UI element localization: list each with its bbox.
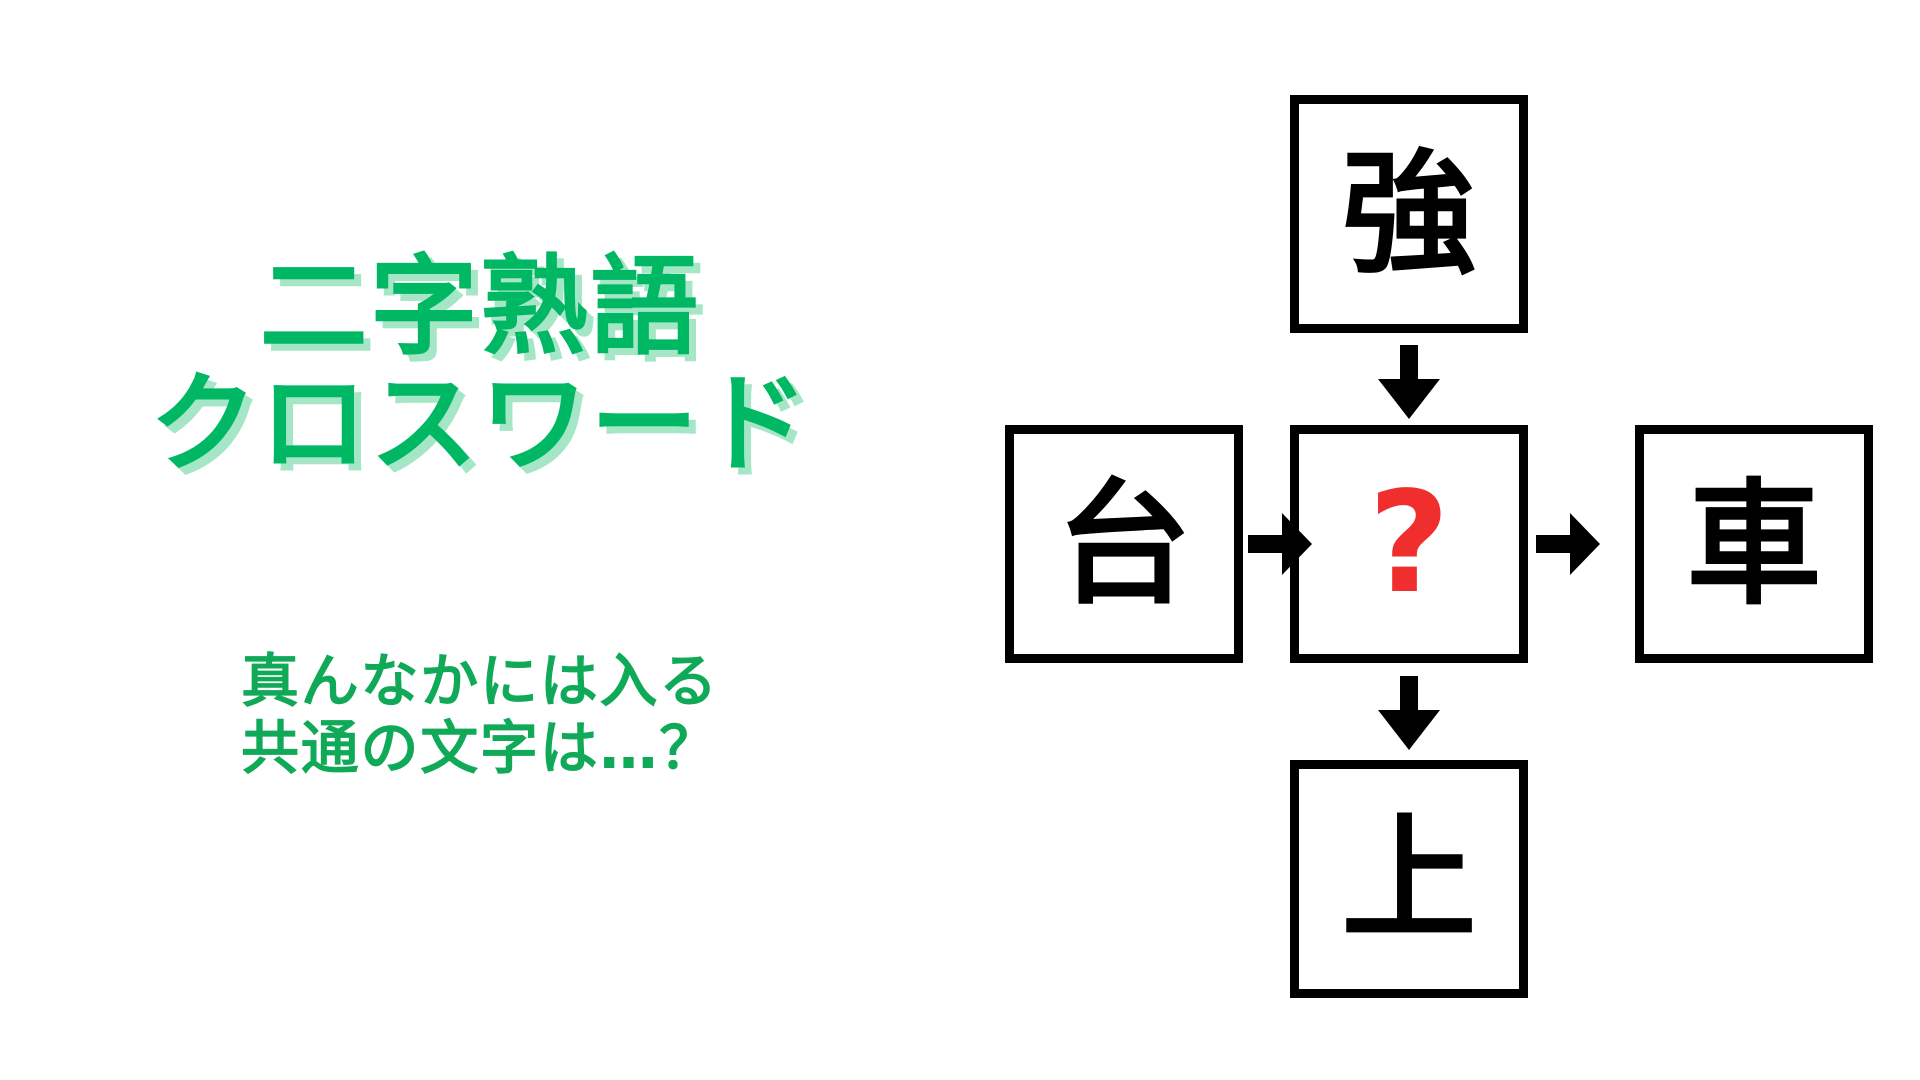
subtitle-block: 真んなかには入る 共通の文字は…？ [0,647,960,783]
title-line-2: クロスワード [149,361,811,487]
arrow-right-icon-left-to-center [1248,513,1312,575]
subtitle-line-2: 共通の文字は…？ [241,714,719,783]
cell-left[interactable]: 台 [1005,425,1243,663]
cell-left-character: 台 [1056,465,1192,623]
title-line-1: 二字熟語 [259,245,701,370]
crossword-grid: 強 台 ? 車 上 [960,0,1920,1080]
cell-bottom[interactable]: 上 [1290,760,1528,998]
cell-bottom-character: 上 [1341,800,1477,958]
arrow-down-icon-top-to-center [1378,345,1440,419]
cell-top[interactable]: 強 [1290,95,1528,333]
cell-center-answer[interactable]: ? [1290,425,1528,663]
subtitle-line-1: 真んなかには入る [241,647,719,715]
arrow-right-icon-center-to-right [1536,513,1600,575]
cell-right-character: 車 [1686,465,1822,623]
cell-top-character: 強 [1341,135,1477,293]
arrow-down-icon-center-to-bottom [1378,676,1440,750]
title-block: 二字熟語 クロスワード [0,245,960,487]
cell-center-question-mark: ? [1368,462,1450,625]
cell-right[interactable]: 車 [1635,425,1873,663]
